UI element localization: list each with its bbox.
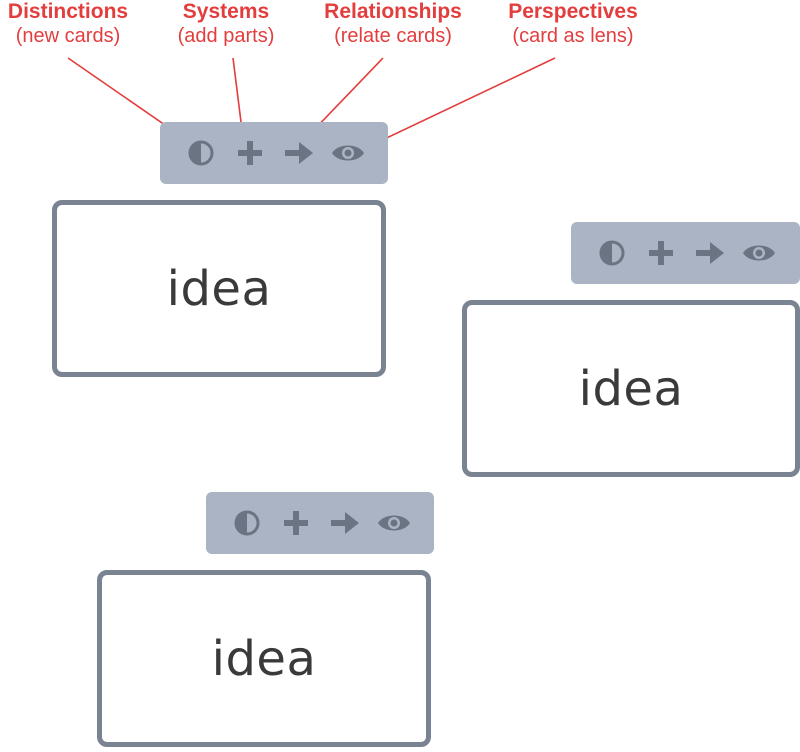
distinctions-button[interactable] [222,503,271,543]
perspectives-button[interactable] [369,503,418,543]
card-toolbar-2 [571,222,800,284]
relationships-button[interactable] [686,233,735,273]
plus-icon [283,511,308,535]
plus-icon [648,241,673,265]
leader-line-relationships [309,57,384,135]
annotation-title: Relationships [324,0,462,23]
annotation-systems: Systems (add parts) [178,0,275,48]
distinctions-button[interactable] [587,233,636,273]
annotation-subtitle: (card as lens) [512,25,634,47]
idea-card-3[interactable]: idea [97,570,431,747]
annotation-title: Systems [182,0,270,23]
leader-line-perspectives [373,57,556,145]
arrow-right-icon [284,142,313,164]
annotation-subtitle: (add parts) [177,25,275,47]
half-circle-icon [599,240,625,266]
relationships-button[interactable] [320,503,369,543]
half-circle-icon [234,510,259,536]
systems-button[interactable] [271,503,320,543]
idea-card-2[interactable]: idea [462,300,800,477]
arrow-right-icon [696,242,725,264]
annotation-subtitle: (new cards) [15,25,121,47]
plus-icon [237,141,262,165]
annotation-relationships: Relationships (relate cards) [324,0,462,48]
systems-button[interactable] [225,133,274,173]
half-circle-icon [188,140,213,166]
card-toolbar-3 [206,492,434,554]
eye-icon [743,245,776,261]
eye-icon [331,145,364,161]
leader-line-distinctions [67,57,179,135]
card-label: idea [578,360,684,417]
perspectives-button[interactable] [323,133,372,173]
annotation-distinctions: Distinctions (new cards) [8,0,128,48]
annotation-title: Distinctions [7,0,129,23]
relationships-button[interactable] [274,133,323,173]
card-toolbar-1 [160,122,388,184]
annotation-title: Perspectives [508,0,638,23]
leader-line-systems [232,57,243,131]
perspectives-button[interactable] [735,233,784,273]
card-label: idea [211,630,317,687]
systems-button[interactable] [636,233,685,273]
eye-icon [377,515,410,531]
distinctions-button[interactable] [176,133,225,173]
card-label: idea [166,260,272,317]
idea-card-1[interactable]: idea [52,200,386,377]
annotation-subtitle: (relate cards) [334,25,452,47]
arrow-right-icon [330,512,359,534]
annotation-perspectives: Perspectives (card as lens) [508,0,638,48]
